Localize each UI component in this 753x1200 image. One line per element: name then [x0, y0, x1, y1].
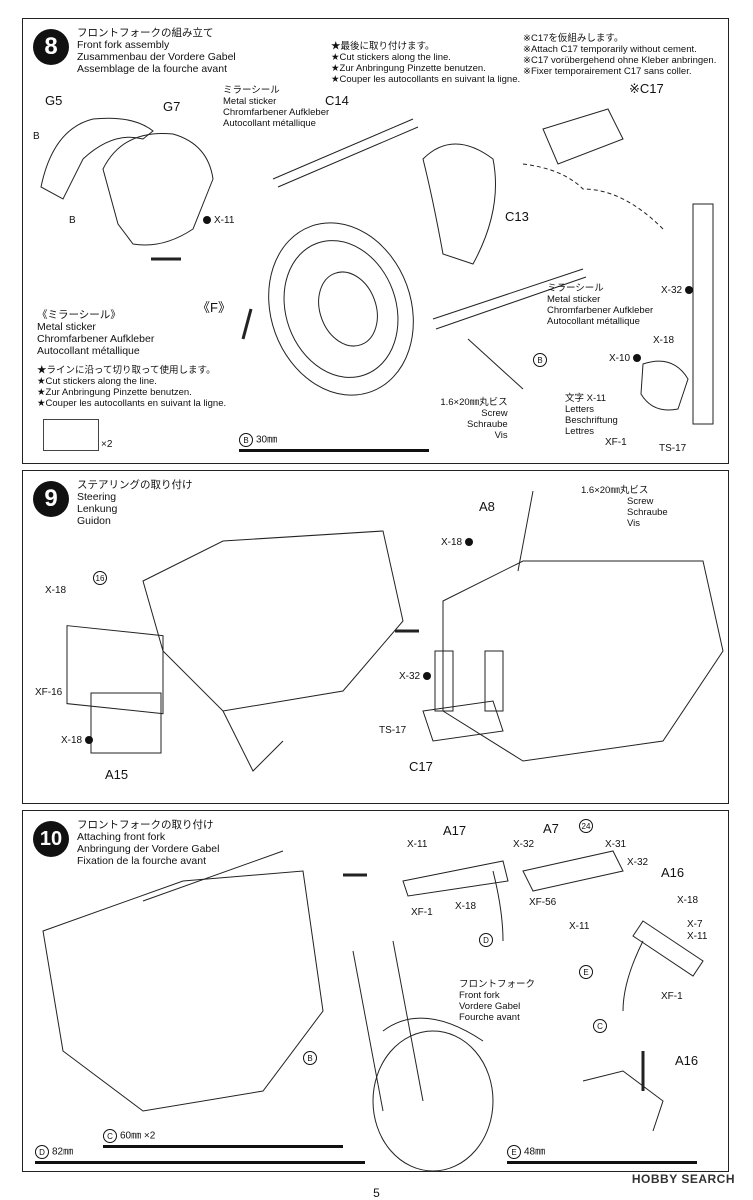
- letters-callout: 文字 X-11 Letters Beschriftung Lettres: [565, 393, 618, 437]
- metal-sticker-mid-label: ミラーシール Metal sticker Chromfarbener Aufkl…: [547, 283, 654, 327]
- ref-b-circle-icon: B: [303, 1051, 317, 1065]
- step9-frame-illustration: [66, 490, 724, 772]
- paint-dot-icon: [684, 286, 693, 295]
- ref-c-circle: C: [593, 1019, 610, 1033]
- ref-b-label-2: B: [69, 215, 76, 226]
- part-g5-label: G5: [45, 93, 63, 108]
- watermark-logo: HOBBY SEARCH: [631, 1172, 735, 1186]
- paint-dot-icon: [464, 538, 473, 547]
- step8-fender-illustration: [40, 108, 714, 425]
- paint-x32-label: X-32: [661, 285, 696, 296]
- step10-paint-xf1-a: XF-1: [411, 907, 433, 918]
- ref-16-circle: 16: [93, 571, 110, 585]
- paint-ts17-label: TS-17: [659, 443, 687, 454]
- step10-paint-x11-a: X-11: [407, 839, 428, 850]
- step10-number-badge: 10: [33, 821, 69, 857]
- ref-e-circle-icon: E: [579, 965, 593, 979]
- part-a7-label: A7: [543, 821, 559, 836]
- step9-screw-callout: 1.6×20㎜丸ビス Screw Schraube Vis: [581, 485, 668, 529]
- c17-temporary-note: ※C17を仮組みします。 ※Attach C17 temporarily wit…: [523, 33, 717, 77]
- step10-paint-x11-b: X-11: [569, 921, 590, 932]
- ruler-82mm: [35, 1161, 365, 1164]
- ruler-48mm: [507, 1161, 697, 1164]
- step8-number-badge: 8: [33, 29, 69, 65]
- ref-d-circle-icon: D: [479, 933, 493, 947]
- step9-paint-ts17: TS-17: [379, 725, 407, 736]
- step10-paint-xf1-b: XF-1: [661, 991, 683, 1002]
- step10-paint-x31: X-31: [605, 839, 627, 850]
- step9-title: ステアリングの取り付け Steering Lenkung Guidon: [77, 479, 193, 527]
- step10-bike-illustration: [42, 850, 704, 1172]
- paint-dot-icon: [203, 216, 211, 225]
- step8-title: フロントフォークの組み立て Front fork assembly Zusamm…: [77, 27, 236, 75]
- ref-b-circle-label: B: [533, 353, 550, 367]
- step8-panel: 8 フロントフォークの組み立て Front fork assembly Zusa…: [22, 18, 729, 464]
- left-sticker-notes: ★ラインに沿って切り取って使用します。 ★Cut stickers along …: [37, 365, 227, 409]
- part-c14-label: C14: [325, 93, 349, 108]
- part-c17-label: C17: [409, 759, 433, 774]
- paint-x10-label: X-10: [609, 353, 644, 364]
- ref-e-circle: E: [579, 965, 596, 979]
- step10-paint-x18-a: X-18: [455, 901, 477, 912]
- metal-sticker-top-label: ミラーシール Metal sticker Chromfarbener Aufkl…: [223, 85, 330, 129]
- paint-dot-icon: [422, 672, 431, 681]
- part-a16-bottom-label: A16: [675, 1053, 699, 1068]
- step10-paint-x7: X-7: [687, 919, 703, 930]
- ref-b-circle-icon: B: [239, 433, 253, 447]
- step10-paint-x18-b: X-18: [677, 895, 699, 906]
- screw-callout: 1.6×20㎜丸ビス Screw Schraube Vis: [440, 397, 508, 441]
- step9-panel: 9 ステアリングの取り付け Steering Lenkung Guidon: [22, 470, 729, 804]
- page-number: 5: [373, 1186, 380, 1200]
- ruler-30mm: [239, 449, 429, 452]
- ref-number-circle-icon: 16: [93, 571, 107, 585]
- left-metal-sticker-label: 《ミラーシール》 Metal sticker Chromfarbener Auf…: [37, 309, 155, 357]
- ref-b-circle-icon: B: [533, 353, 547, 367]
- paint-x11-label: X-11: [203, 215, 234, 226]
- attach-last-note: ★最後に取り付けます。 ★Cut stickers along the line…: [331, 41, 521, 85]
- step9-paint-x18-left: X-18: [45, 585, 67, 596]
- ref-24-circle: 24: [579, 819, 596, 833]
- ref-d-circle-icon: D: [35, 1145, 49, 1159]
- ref-b-circle: B: [303, 1051, 320, 1065]
- paint-dot-icon: [632, 354, 641, 363]
- step10-paint-xf56: XF-56: [529, 897, 557, 908]
- ref-b-label-1: B: [33, 131, 40, 142]
- part-c13-label: C13: [505, 209, 529, 224]
- paint-dot-icon: [84, 736, 93, 745]
- paint-x18-label: X-18: [653, 335, 675, 346]
- step9-paint-x18-top: X-18: [441, 537, 476, 548]
- ref-number-circle-icon: 24: [579, 819, 593, 833]
- step10-title: フロントフォークの取り付け Attaching front fork Anbri…: [77, 819, 220, 867]
- step9-paint-x18-bottom: X-18: [61, 735, 96, 746]
- step9-paint-x32: X-32: [399, 671, 434, 682]
- part-a16-top-label: A16: [661, 865, 685, 880]
- part-f-label: 《F》: [197, 300, 231, 315]
- part-g7-label: G7: [163, 99, 181, 114]
- ref-e-circle-icon: E: [507, 1145, 521, 1159]
- step9-paint-xf16: XF-16: [35, 687, 63, 698]
- part-a17-label: A17: [443, 823, 467, 838]
- ref-c-circle-icon: C: [593, 1019, 607, 1033]
- step10-paint-x32-a: X-32: [513, 839, 535, 850]
- front-fork-callout: フロントフォーク Front fork Vordere Gabel Fourch…: [459, 979, 536, 1023]
- step10-paint-x11-c: X-11: [687, 931, 708, 942]
- ref-d-circle: D: [479, 933, 496, 947]
- step10-panel: 10 フロントフォークの取り付け Attaching front fork An…: [22, 810, 729, 1172]
- step9-number-badge: 9: [33, 481, 69, 517]
- step10-paint-x32-b: X-32: [627, 857, 649, 868]
- part-a15-label: A15: [105, 767, 129, 782]
- part-a8-label: A8: [479, 499, 495, 514]
- sticker-outline-box: [43, 419, 99, 451]
- sticker-quantity-label: ×2: [101, 439, 113, 450]
- paint-xf1-label: XF-1: [605, 437, 627, 448]
- ruler-60mm: [103, 1145, 343, 1148]
- ref-c-circle-icon: C: [103, 1129, 117, 1143]
- part-c17-label: ※C17: [629, 81, 664, 96]
